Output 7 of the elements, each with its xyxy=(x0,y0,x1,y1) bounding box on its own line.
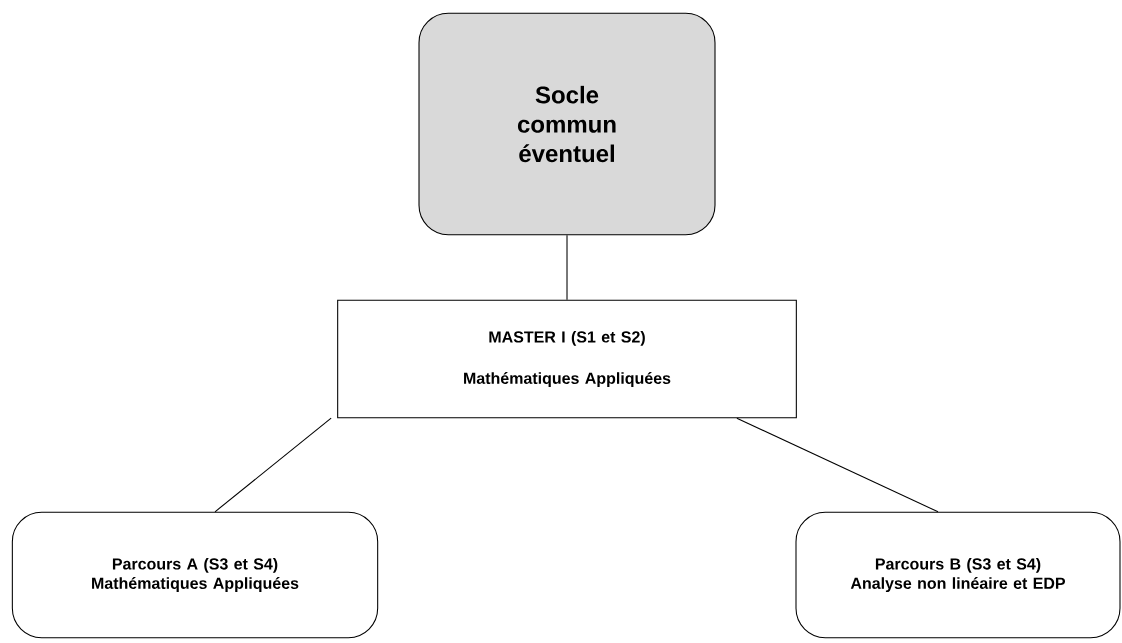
box: MASTER I (S1 et S2) Mathématiques Appliquées xyxy=(337,299,797,419)
connector-line xyxy=(566,234,568,301)
rounded-box: Parcours A (S3 et S4) Mathématiques Appliquées xyxy=(11,511,379,639)
rounded-box: Socle commun éventuel xyxy=(418,12,716,236)
rounded-box: Parcours B (S3 et S4) Analyse non linéaire et EDP xyxy=(795,511,1121,639)
connector-line xyxy=(736,417,939,513)
connector-line xyxy=(214,417,332,513)
